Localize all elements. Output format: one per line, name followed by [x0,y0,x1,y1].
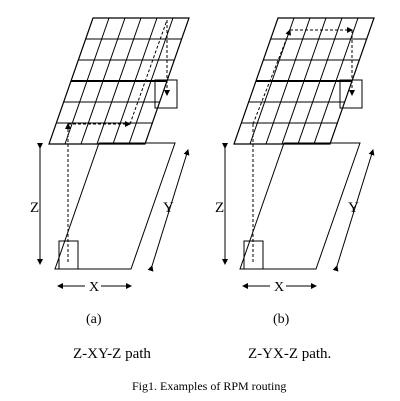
destination-node [154,79,178,109]
panel-a-caption: Z-XY-Z path [73,346,151,362]
y-axis-arrow [332,149,375,272]
panel-a-sub-label: (a) [86,312,102,327]
plane-bottom [54,142,176,270]
panel-b-z-label: Z [215,200,224,216]
mesh-plane-top [233,17,375,145]
panel-b-y-label: Y [348,200,359,216]
panel-a-x-label: X [89,280,99,295]
panel-a-z-label: Z [30,200,39,216]
plane-bottom [239,142,361,270]
panel-b-caption: Z-YX-Z path. [248,346,331,362]
panel-b [222,17,375,289]
panel-b-x-label: X [274,280,284,295]
figure-caption: Fig1. Examples of RPM routing [132,379,286,393]
routing-path [252,27,355,262]
mesh-plane-top [48,17,190,145]
destination-node [339,79,363,109]
y-axis-arrow [147,149,190,272]
routing-path [65,19,170,262]
panel-b-sub-label: (b) [273,312,290,327]
panel-a [37,17,190,289]
panel-a-y-label: Y [163,200,174,216]
